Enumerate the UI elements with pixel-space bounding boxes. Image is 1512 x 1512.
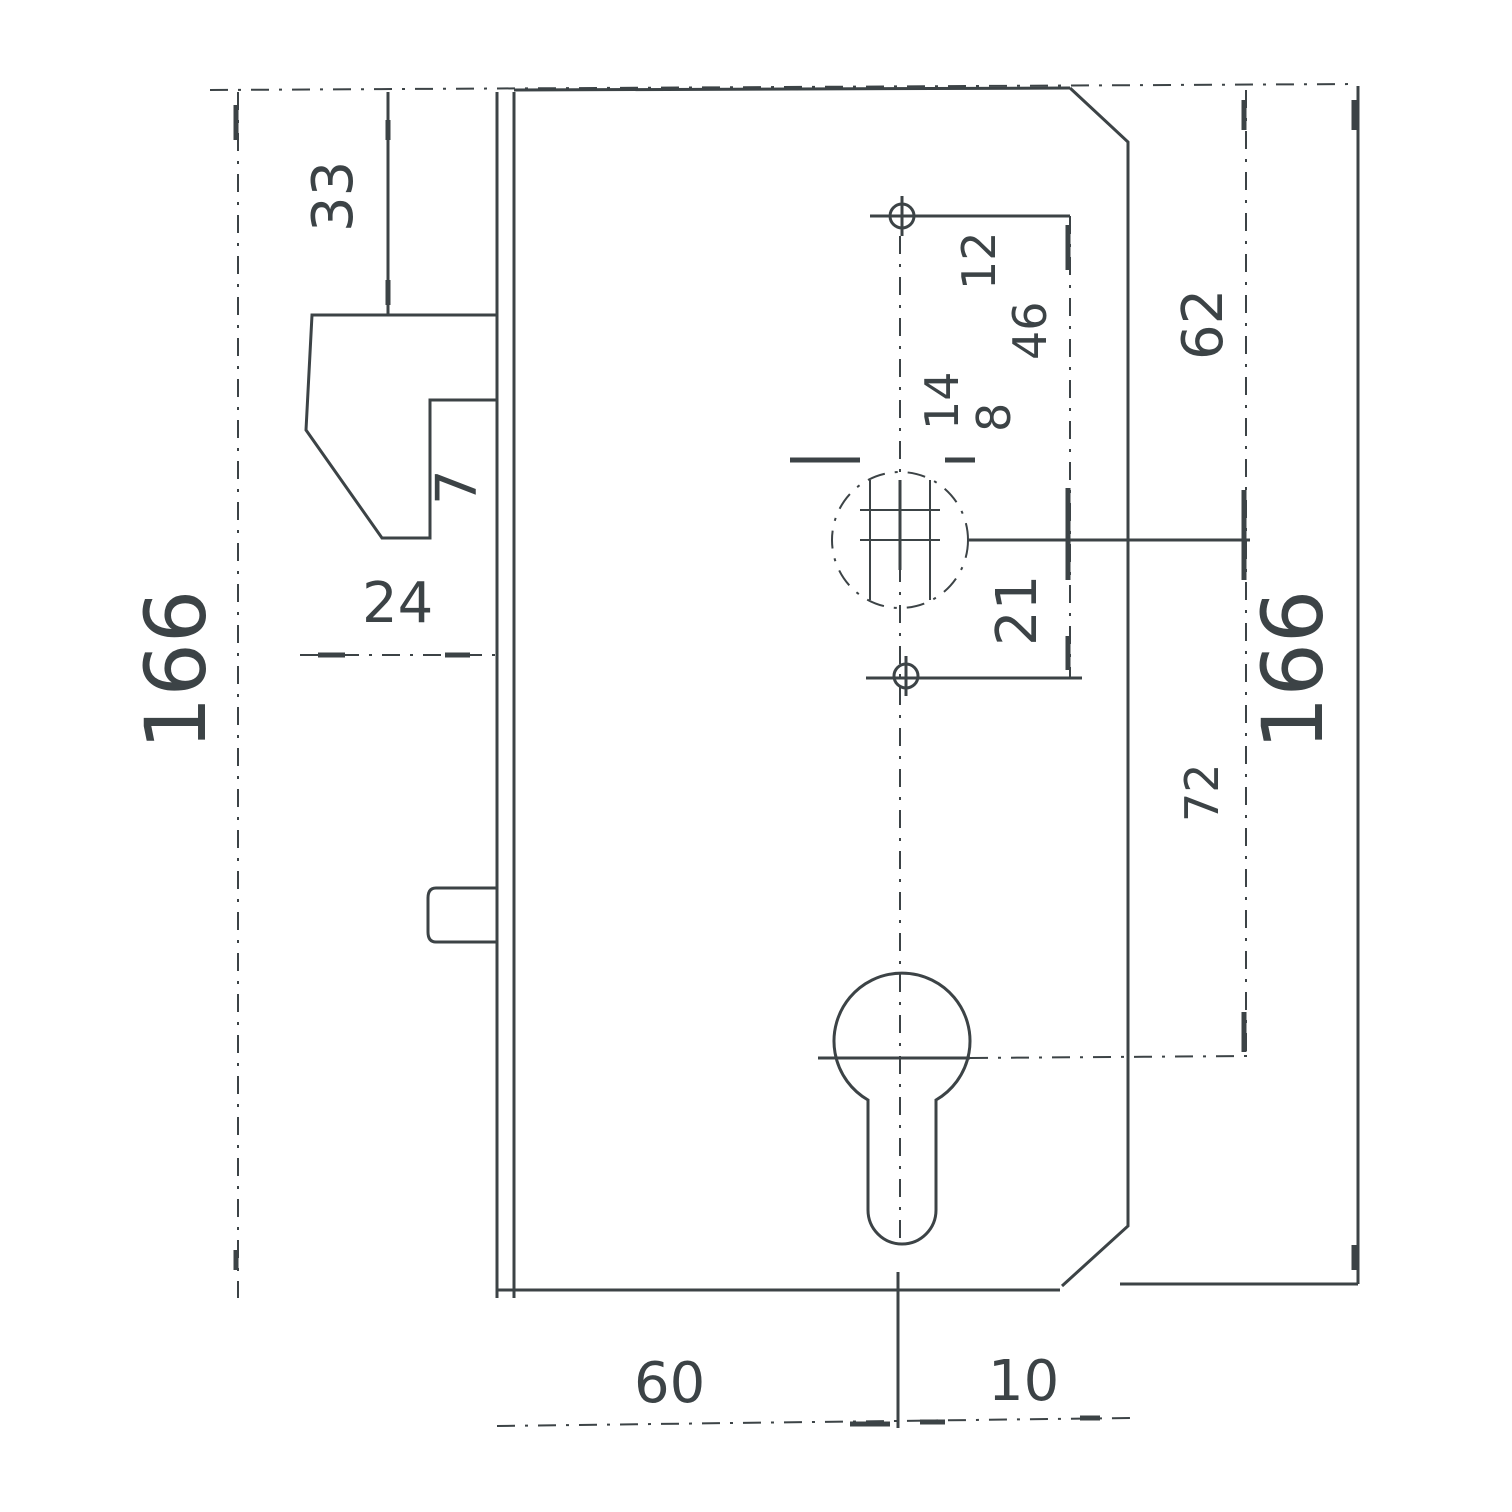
label-latch-projection: 24 [362, 571, 433, 636]
forend-plate [209, 83, 1359, 1298]
label-top-to-latch: 33 [301, 161, 366, 232]
label-overall-height-right: 166 [1244, 590, 1342, 750]
label-top-to-spindle: 62 [1171, 289, 1236, 360]
label-spindle-to-top-fixing: 46 [1003, 301, 1057, 360]
bottom-fixing-hole [866, 656, 1082, 696]
cylinder-cutout [818, 971, 1251, 1246]
label-spindle-square: 8 [967, 403, 1021, 432]
label-backset: 60 [634, 1351, 705, 1416]
label-spindle-to-bottom-fixing: 21 [985, 575, 1050, 646]
right-inner-dimension [1241, 90, 1247, 1058]
label-fixing-to-top: 12 [952, 231, 1006, 290]
fixing-dimension-lines [968, 216, 1250, 678]
spindle-follower [790, 457, 975, 609]
label-latch-depth: 7 [425, 469, 490, 505]
label-cylinder-offset: 10 [988, 1349, 1059, 1414]
latch-bolt [304, 313, 497, 540]
label-overall-height-left: 166 [127, 590, 225, 750]
auxiliary-latch [426, 886, 497, 944]
top-fixing-hole [870, 196, 1070, 236]
label-spindle-to-cylinder: 72 [1175, 763, 1229, 822]
label-square-offset: 14 [915, 371, 969, 430]
left-dimension-line [233, 92, 239, 1298]
lock-case-outline [497, 86, 1360, 1292]
bottom-dimension [496, 1272, 1131, 1428]
